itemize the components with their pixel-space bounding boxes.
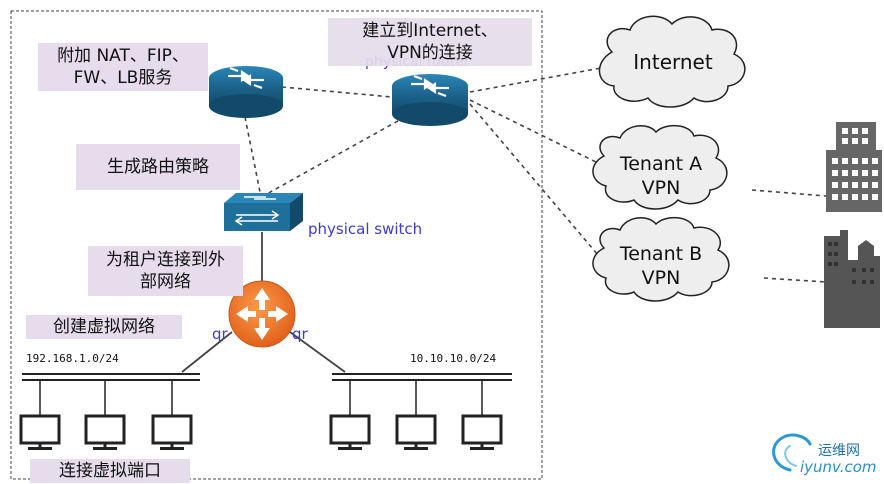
link-tenant-a-building	[751, 189, 827, 197]
link-prouter-tenant-b	[469, 103, 599, 256]
link-prouter-tenant-a	[469, 99, 599, 164]
label-build-connection-line1: 建立到Internet、	[362, 21, 498, 41]
tenant-b-line2: VPN	[641, 267, 681, 289]
label-external-network-line1: 为租户连接到外	[106, 250, 225, 270]
link-tenant-b-building	[763, 277, 827, 283]
network-bars	[22, 373, 512, 416]
label-create-vnet: 创建虚拟网络	[26, 315, 182, 339]
link-router-switch	[244, 116, 261, 193]
network-left-cidr: 192.168.1.0/24	[26, 352, 119, 365]
label-external-network-line2: 部网络	[140, 272, 191, 292]
link-router-router	[281, 86, 393, 98]
monitor-icon	[151, 414, 193, 450]
monitor-icon	[84, 414, 126, 450]
tenant-b-cloud-icon	[592, 216, 730, 302]
neutron-router-icon	[209, 66, 283, 118]
monitor-icon	[19, 414, 61, 450]
clouds	[592, 15, 746, 302]
qr-right-label: qr	[292, 325, 308, 343]
monitor-icon	[395, 414, 437, 450]
network-right-cidr: 10.10.10.0/24	[410, 352, 497, 365]
tenant-b-line1: Tenant B	[619, 243, 703, 265]
qrouter-icon	[228, 280, 296, 348]
label-build-connection: 建立到Internet、 VPN的连接	[328, 18, 532, 66]
link-prouter-switch	[264, 116, 406, 196]
monitor-icon	[461, 414, 503, 450]
label-external-network: 为租户连接到外 部网络	[88, 246, 243, 296]
tenant-a-cloud-icon	[592, 124, 728, 210]
internet-cloud-icon	[598, 15, 746, 108]
qr-left-label: qr	[212, 325, 228, 343]
label-connect-vport: 连接虚拟端口	[30, 459, 190, 483]
watermark-cn: 运维网	[818, 443, 860, 459]
link-qr-right-net	[289, 331, 346, 373]
tenant-a-cloud-label: Tenant A VPN	[606, 152, 716, 200]
tenant-a-line2: VPN	[641, 177, 681, 199]
tenant-a-line1: Tenant A	[619, 153, 703, 175]
label-attach-services-line1: 附加 NAT、FIP、	[57, 46, 189, 66]
city-buildings-icon	[824, 230, 880, 328]
physical-router-icon	[392, 74, 468, 126]
tenant-boundary	[10, 10, 543, 480]
watermark-url: iyunv.com	[800, 458, 877, 476]
label-route-policy: 生成路由策略	[76, 144, 240, 190]
label-build-connection-line2: VPN的连接	[387, 43, 473, 63]
watermark-logo-icon	[772, 433, 812, 472]
link-qr-left-net	[181, 331, 233, 373]
tenant-b-cloud-label: Tenant B VPN	[606, 242, 716, 290]
office-building-icon	[826, 122, 882, 212]
physical-switch-label: physical switch	[308, 220, 423, 238]
label-attach-services-line2: FW、LB服务	[73, 68, 173, 88]
vm-monitors	[19, 414, 503, 450]
dashed-links	[244, 65, 827, 283]
internet-cloud-label: Internet	[633, 50, 713, 74]
solid-links	[181, 232, 346, 373]
physical-switch-icon	[224, 193, 303, 231]
link-prouter-internet	[469, 65, 613, 93]
monitor-icon	[329, 414, 371, 450]
label-attach-services: 附加 NAT、FIP、 FW、LB服务	[38, 43, 208, 91]
